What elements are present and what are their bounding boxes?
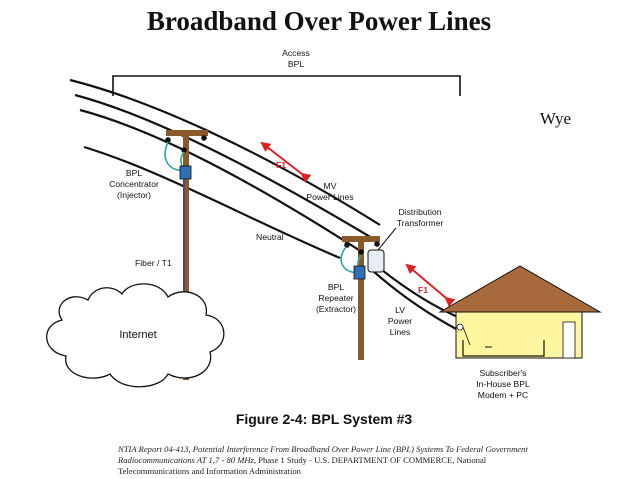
left-pole <box>165 130 208 380</box>
figure-caption: Figure 2-4: BPL System #3 <box>235 411 413 427</box>
fiber-label: Fiber / T1 <box>135 258 172 268</box>
f1-label-lower: F1 <box>418 285 428 295</box>
neutral-line <box>83 145 341 260</box>
subscriber-label-1: Subscriber's <box>479 368 526 378</box>
subscriber-house <box>438 265 602 359</box>
mv-line-1 <box>69 78 381 226</box>
internet-label: Internet <box>119 329 156 341</box>
wye-label: Wye <box>539 109 571 128</box>
lv-lines-label-2: Power <box>388 316 412 326</box>
transformer-label-2: Transformer <box>397 218 444 228</box>
lv-lines-label-1: LV <box>395 305 405 315</box>
concentrator-label-1: BPL <box>126 168 142 178</box>
neutral-label: Neutral <box>256 232 284 242</box>
f1-arrow-lower <box>405 263 456 307</box>
concentrator-label-2: Concentrator <box>109 179 159 189</box>
slide-title: Broadband Over Power Lines <box>146 6 492 36</box>
mv-lines-label-1: MV <box>324 181 337 191</box>
access-bpl-label-2: BPL <box>288 59 304 69</box>
lv-lines-label-3: Lines <box>390 327 411 337</box>
bpl-repeater-device <box>353 265 366 280</box>
subscriber-label-3: Modem + PC <box>478 390 528 400</box>
transformer-label-1: Distribution <box>399 207 442 217</box>
f1-label-upper: F1 <box>276 160 286 170</box>
access-bpl-bracket <box>112 75 461 96</box>
subscriber-label-2: In-House BPL <box>476 379 530 389</box>
citation-plain: Phase 1 Study - U.S. DEPARTMENT OF COMME… <box>118 455 487 476</box>
repeater-label-2: Repeater <box>318 293 353 303</box>
bpl-concentrator-device <box>179 165 192 180</box>
f1-arrow-upper <box>260 141 312 183</box>
internet-cloud <box>46 283 225 388</box>
repeater-label-3: (Extractor) <box>316 304 356 314</box>
mv-line-2 <box>74 93 373 239</box>
distribution-transformer-can <box>367 249 385 273</box>
access-bpl-label-1: Access <box>282 48 310 58</box>
lv-line-2 <box>371 269 459 331</box>
mv-line-3 <box>79 108 363 253</box>
transformer-pointer <box>377 227 397 251</box>
citation: NTIA Report 04-413, Potential Interferen… <box>118 444 538 477</box>
mv-lines-label-2: Power Lines <box>306 192 353 202</box>
right-pole <box>342 236 380 360</box>
subscriber-bracket <box>462 340 545 357</box>
repeater-label-1: BPL <box>328 282 344 292</box>
citation-italic: NTIA Report 04-413, Potential Interferen… <box>118 444 528 465</box>
concentrator-label-3: (Injector) <box>117 190 151 200</box>
